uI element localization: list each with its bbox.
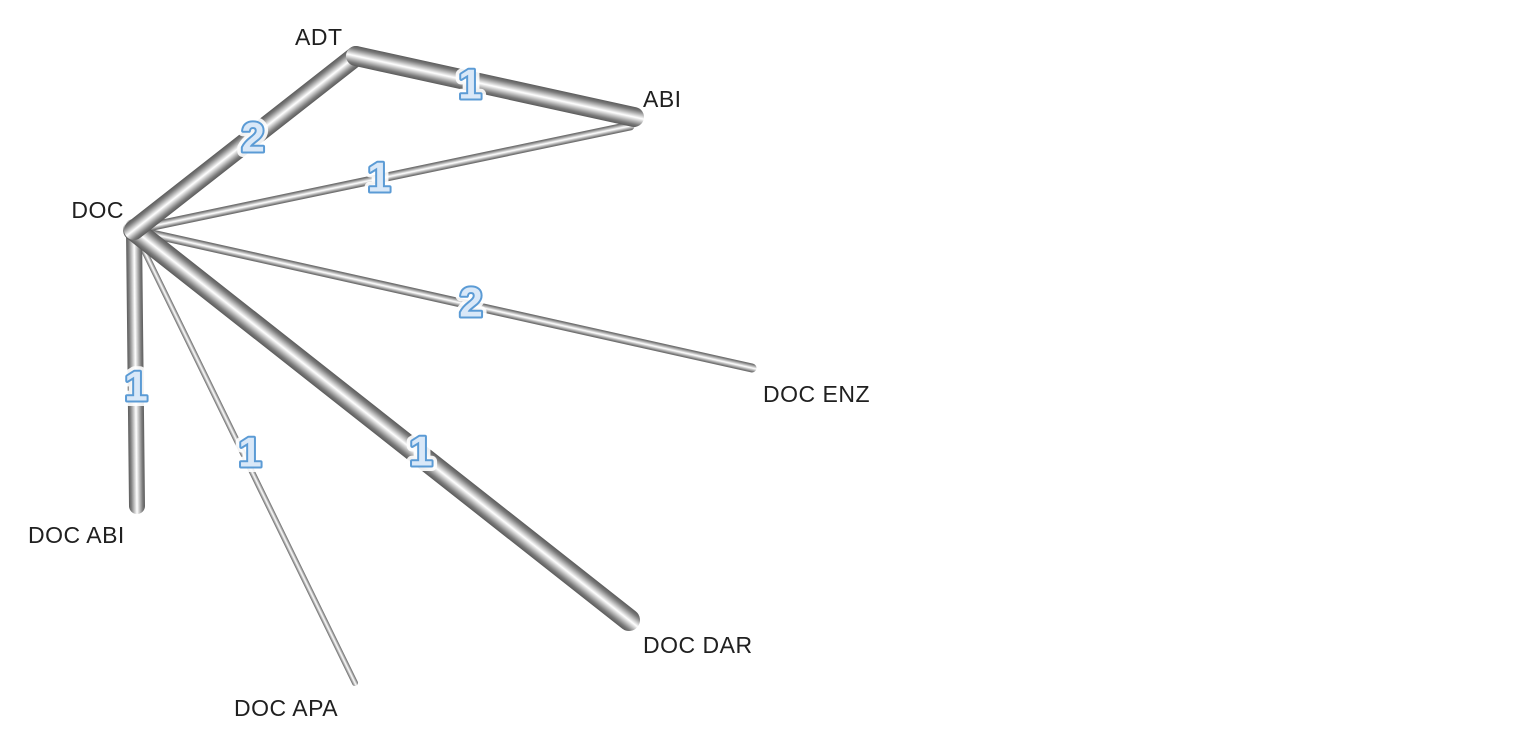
node-label-ADT: ADT bbox=[295, 24, 343, 50]
edge-DOC-DOC-DAR bbox=[123, 219, 640, 631]
edge-value-halo-DOC-ADT: 2 bbox=[241, 114, 264, 161]
edge-value-DOC-DOC-DAR: 1 bbox=[409, 428, 432, 475]
edge-value-halo-ADT-ABI: 1 bbox=[458, 61, 481, 108]
edge-value-DOC-DOC-APA: 1 bbox=[238, 429, 261, 476]
node-label-DOC-ENZ: DOC ENZ bbox=[763, 381, 870, 407]
edge-DOC-DOC-APA bbox=[131, 227, 358, 686]
node-label-DOC-APA: DOC APA bbox=[234, 695, 338, 721]
edge-value-DOC-DOC-ABI: 1 bbox=[124, 363, 147, 410]
edge-value-halo-DOC-DOC-DAR: 1 bbox=[409, 428, 432, 475]
edge-value-DOC-DOC-ENZ: 2 bbox=[459, 279, 482, 326]
node-label-DOC-DAR: DOC DAR bbox=[643, 632, 753, 658]
node-label-DOC-ABI: DOC ABI bbox=[28, 522, 125, 548]
edge-value-DOC-ABI: 1 bbox=[367, 154, 390, 201]
edge-value-halo-DOC-DOC-ABI: 1 bbox=[124, 363, 147, 410]
edge-DOC-DOC-ENZ bbox=[129, 225, 757, 373]
edge-ADT-ABI bbox=[346, 46, 644, 127]
edge-value-DOC-ADT: 2 bbox=[241, 114, 264, 161]
node-label-ABI: ABI bbox=[643, 86, 682, 112]
edge-value-halo-DOC-ABI: 1 bbox=[367, 154, 390, 201]
edge-DOC-DOC-ABI bbox=[126, 222, 145, 514]
edge-value-halo-DOC-DOC-ENZ: 2 bbox=[459, 279, 482, 326]
edge-DOC-ADT bbox=[124, 46, 366, 240]
edge-value-halo-DOC-DOC-APA: 1 bbox=[238, 429, 261, 476]
node-label-DOC: DOC bbox=[71, 197, 124, 223]
edge-value-ADT-ABI: 1 bbox=[458, 61, 481, 108]
edge-DOC-ABI bbox=[129, 121, 635, 235]
